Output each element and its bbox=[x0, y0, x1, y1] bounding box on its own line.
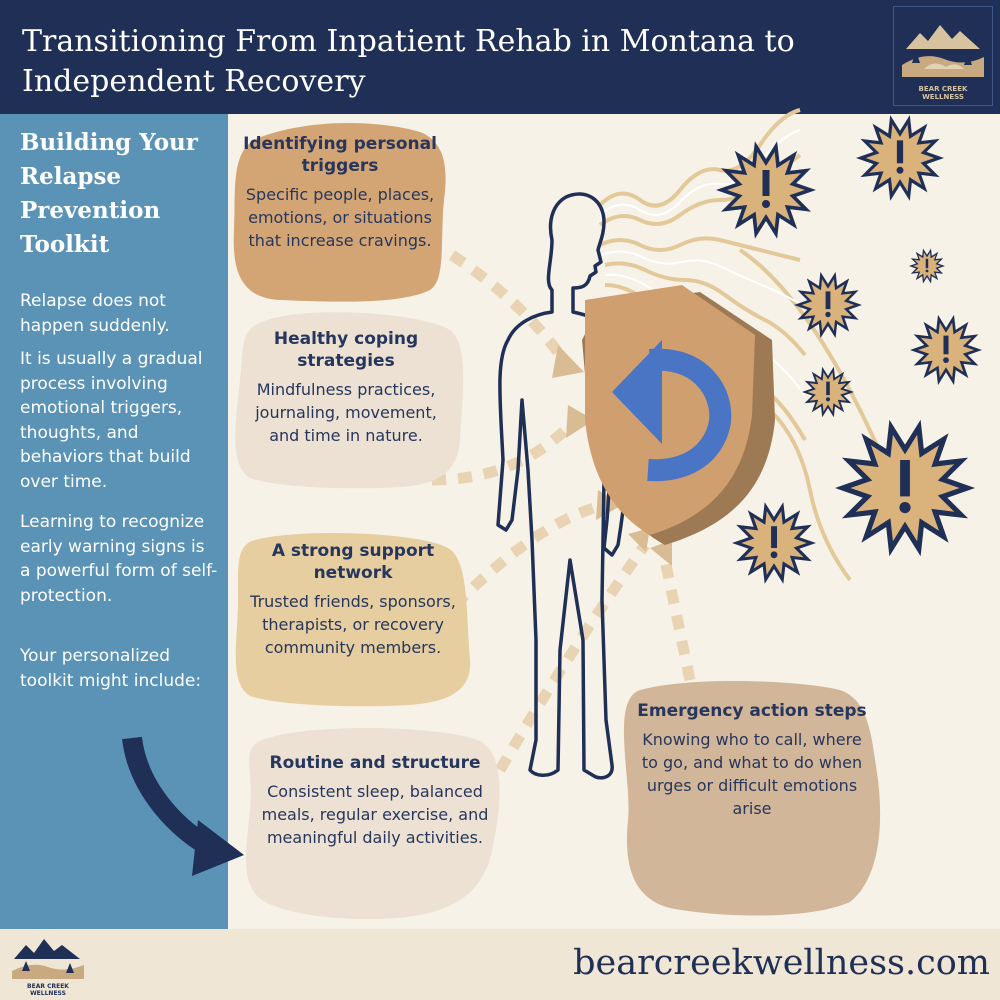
card-bg-coping bbox=[235, 312, 464, 489]
svg-text:WELLNESS: WELLNESS bbox=[922, 93, 964, 101]
return-arrow-icon bbox=[647, 348, 732, 482]
return-arrow-head bbox=[612, 340, 662, 444]
bear-creek-logo: BEAR CREEK WELLNESS bbox=[893, 6, 993, 106]
human-figure-icon bbox=[496, 192, 632, 780]
sidebar-paragraph: Learning to recognize early warning sign… bbox=[20, 512, 218, 606]
card-title: Identifying personal triggers bbox=[243, 134, 437, 176]
sidebar-paragraph: Relapse does not happen suddenly. bbox=[20, 291, 170, 336]
footer: BEAR CREEK WELLNESS bearcreekwellness.co… bbox=[0, 929, 1000, 1000]
sidebar-paragraph: Your personalized toolkit might include: bbox=[20, 646, 202, 691]
curved-arrow-icon bbox=[122, 736, 244, 876]
exclamation-mark bbox=[896, 140, 904, 164]
card-bg-routine bbox=[246, 727, 500, 920]
card-title: A strong support network bbox=[271, 541, 435, 583]
shield-icon bbox=[582, 285, 775, 545]
exclamation-mark bbox=[943, 335, 949, 355]
card-body: Knowing who to call, where to go, and wh… bbox=[641, 730, 863, 818]
card-body: Consistent sleep, balanced meals, regula… bbox=[261, 782, 489, 847]
card-body: Mindfulness practices, journaling, movem… bbox=[255, 380, 437, 445]
card-triggers: Identifying personal triggers Specific p… bbox=[240, 133, 440, 252]
card-support: A strong support network Trusted friends… bbox=[238, 540, 468, 659]
card-bg-support bbox=[235, 533, 471, 707]
exclamation-dot bbox=[925, 269, 929, 273]
exclamation-mark bbox=[900, 460, 910, 497]
exclamation-dot bbox=[762, 200, 770, 208]
svg-text:BEAR CREEK: BEAR CREEK bbox=[27, 983, 69, 990]
card-body: Trusted friends, sponsors, therapists, o… bbox=[250, 592, 456, 657]
exclamation-dot bbox=[943, 357, 949, 363]
exclamation-dot bbox=[825, 397, 831, 402]
connector-arrows bbox=[431, 250, 696, 773]
website-url[interactable]: bearcreekwellness.com bbox=[573, 943, 990, 983]
exclamation-mark bbox=[825, 291, 831, 310]
sidebar-title: Building Your Relapse Prevention Toolkit bbox=[20, 129, 198, 258]
card-emergency: Emergency action steps Knowing who to ca… bbox=[636, 700, 868, 820]
card-body: Specific people, places, emotions, or si… bbox=[245, 185, 435, 250]
mountain-logo-icon: BEAR CREEK WELLNESS bbox=[12, 939, 84, 997]
svg-text:WELLNESS: WELLNESS bbox=[30, 990, 66, 997]
exclamation-dot bbox=[899, 502, 911, 514]
card-title: Healthy coping strategies bbox=[273, 329, 419, 371]
exclamation-mark bbox=[925, 258, 929, 269]
card-coping: Healthy coping strategies Mindfulness pr… bbox=[240, 328, 452, 447]
exclamation-mark bbox=[762, 170, 770, 196]
exclamation-mark bbox=[771, 526, 777, 548]
exclamation-dot bbox=[770, 551, 778, 559]
warning-bursts bbox=[716, 115, 982, 584]
diagram-canvas bbox=[122, 108, 982, 920]
sidebar: Building Your Relapse Prevention Toolkit… bbox=[0, 114, 228, 929]
header: Transitioning From Inpatient Rehab in Mo… bbox=[0, 0, 1000, 114]
exclamation-dot bbox=[825, 311, 831, 318]
card-title: Routine and structure bbox=[269, 753, 481, 773]
card-routine: Routine and structure Consistent sleep, … bbox=[255, 752, 495, 849]
svg-text:BEAR CREEK: BEAR CREEK bbox=[919, 85, 968, 93]
mountain-logo-icon: BEAR CREEK WELLNESS bbox=[902, 25, 984, 101]
exclamation-dot bbox=[896, 166, 904, 174]
card-bg-triggers bbox=[233, 122, 446, 302]
card-bg-emergency bbox=[623, 680, 881, 916]
exclamation-mark bbox=[826, 381, 830, 396]
sidebar-paragraph: It is usually a gradual process involvin… bbox=[20, 349, 203, 492]
page-title: Transitioning From Inpatient Rehab in Mo… bbox=[22, 24, 795, 99]
card-title: Emergency action steps bbox=[637, 701, 867, 721]
